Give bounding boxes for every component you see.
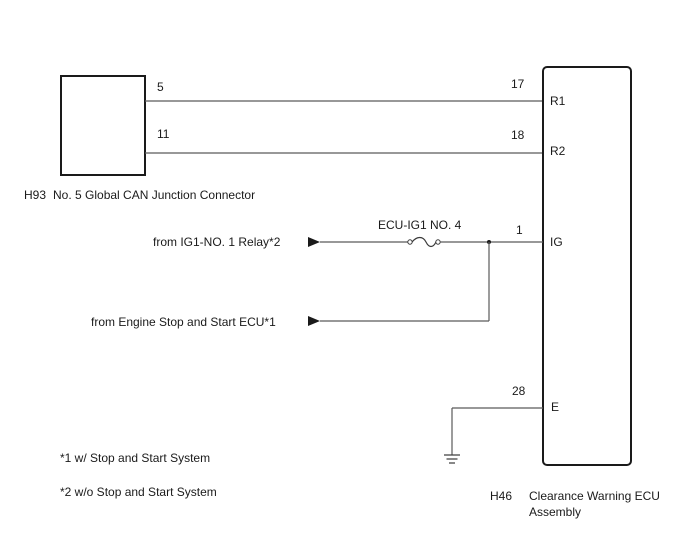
ecu-terminal-ig: IG [550, 235, 563, 249]
footnote-2: *2 w/o Stop and Start System [60, 485, 217, 499]
ecu-pin-1-number: 1 [516, 223, 523, 237]
ecu-pin-17-number: 17 [511, 77, 525, 91]
relay-arrow-icon [308, 237, 320, 247]
ecu-code: H46 [490, 489, 512, 503]
ecu-terminal-r1: R1 [550, 94, 566, 108]
ecu-pin-18-number: 18 [511, 128, 525, 142]
ground-icon [444, 454, 460, 464]
connector-pin-5-label: 5 [157, 80, 164, 94]
ecu-terminal-e: E [551, 400, 559, 414]
fuse-label: ECU-IG1 NO. 4 [378, 218, 462, 232]
engine-ecu-source-label: from Engine Stop and Start ECU*1 [91, 315, 276, 329]
connector-code: H93 [24, 188, 46, 202]
ecu-terminal-r2: R2 [550, 144, 566, 158]
ecu-pin-28-number: 28 [512, 384, 526, 398]
ecu-name-line1: Clearance Warning ECU [529, 489, 660, 503]
footnote-1: *1 w/ Stop and Start System [60, 451, 210, 465]
clearance-warning-ecu-box [542, 66, 632, 466]
engine-ecu-arrow-icon [308, 316, 320, 326]
junction-connector-box [60, 75, 146, 176]
relay-source-label: from IG1-NO. 1 Relay*2 [153, 235, 281, 249]
connector-pin-11-label: 11 [157, 127, 170, 141]
fuse-icon [407, 236, 441, 248]
ecu-name-line2: Assembly [529, 505, 581, 519]
connector-name: No. 5 Global CAN Junction Connector [53, 188, 255, 202]
